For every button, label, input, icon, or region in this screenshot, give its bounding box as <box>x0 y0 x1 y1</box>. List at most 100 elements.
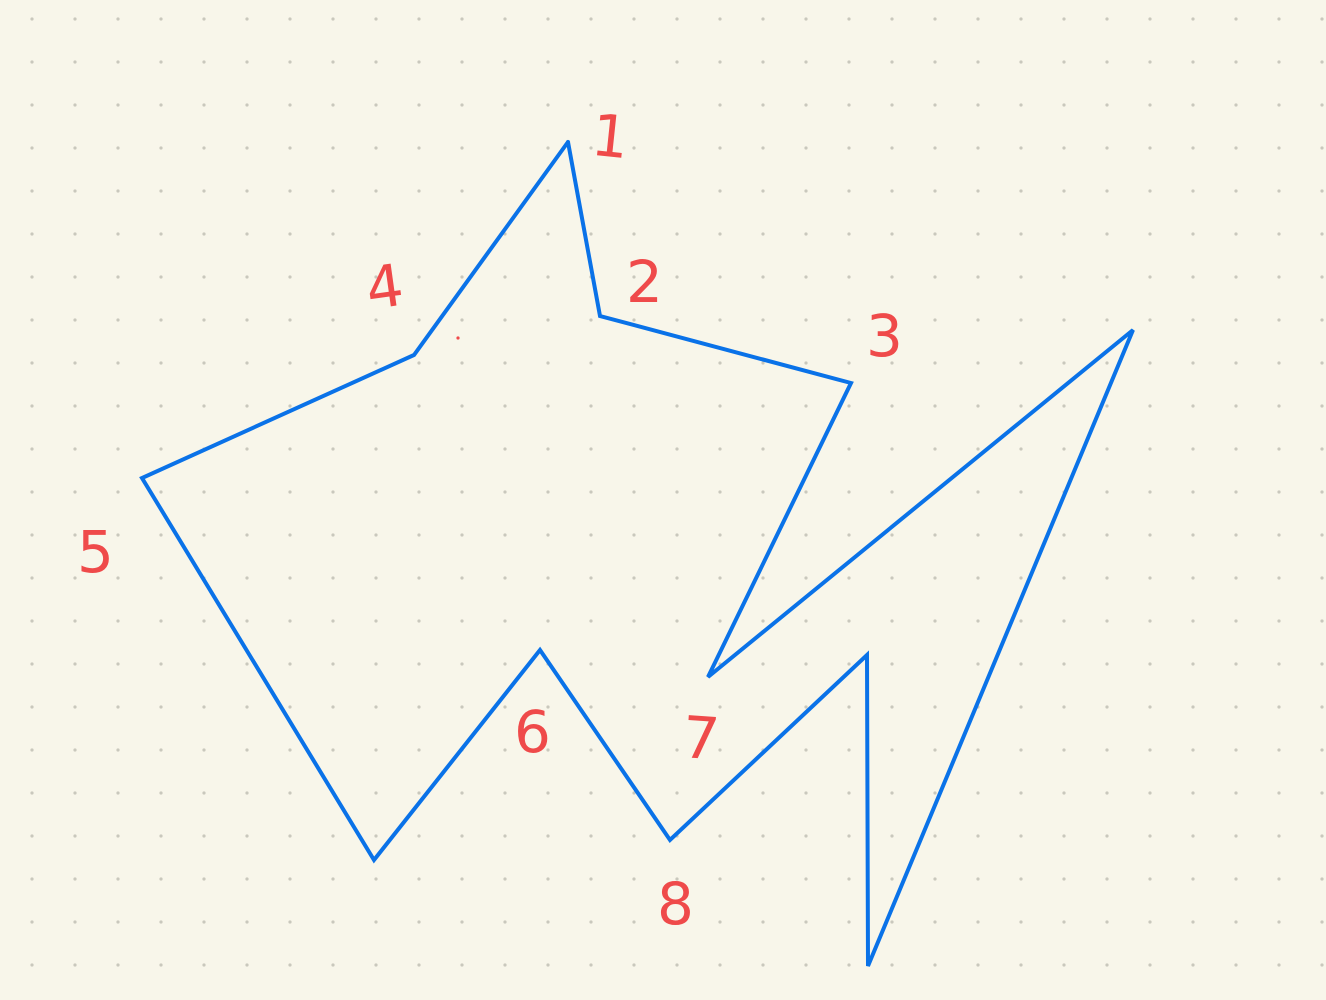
grid-dot <box>632 275 636 279</box>
grid-dot <box>245 103 249 107</box>
grid-dot <box>632 404 636 408</box>
grid-dot <box>589 232 593 236</box>
grid-dot <box>30 662 34 666</box>
grid-dot <box>1277 232 1281 236</box>
grid-dot <box>804 103 808 107</box>
grid-dot <box>245 619 249 623</box>
grid-dot <box>847 17 851 21</box>
grid-dot <box>202 232 206 236</box>
grid-dot <box>417 447 421 451</box>
blue-polygon-outline <box>139 140 1135 967</box>
grid-dot <box>417 963 421 967</box>
grid-dot <box>1320 748 1324 752</box>
grid-dot <box>331 275 335 279</box>
grid-dot <box>503 146 507 150</box>
grid-dot <box>1277 705 1281 709</box>
grid-dot <box>1277 920 1281 924</box>
grid-dot <box>374 576 378 580</box>
grid-dot <box>1019 361 1023 365</box>
grid-dot <box>847 361 851 365</box>
grid-dot <box>632 232 636 236</box>
grid-dot <box>1277 146 1281 150</box>
grid-dot <box>331 533 335 537</box>
grid-dot <box>288 662 292 666</box>
grid-dot <box>116 963 120 967</box>
grid-dot <box>1234 877 1238 881</box>
grid-dot <box>1105 146 1109 150</box>
grid-dot <box>890 705 894 709</box>
grid-dot <box>675 189 679 193</box>
grid-dot <box>718 834 722 838</box>
grid-dot <box>804 963 808 967</box>
grid-dot <box>503 17 507 21</box>
grid-dot <box>30 490 34 494</box>
grid-dot <box>1148 361 1152 365</box>
grid-dot <box>460 103 464 107</box>
grid-dot <box>632 576 636 580</box>
grid-dot <box>761 963 765 967</box>
grid-dot <box>460 877 464 881</box>
grid-dot <box>460 705 464 709</box>
grid-dot <box>245 748 249 752</box>
grid-dot <box>1019 318 1023 322</box>
grid-dot <box>761 60 765 64</box>
grid-dot <box>1320 576 1324 580</box>
grid-dot <box>116 490 120 494</box>
grid-dot <box>159 232 163 236</box>
grid-dot <box>1234 404 1238 408</box>
grid-dot <box>73 963 77 967</box>
grid-dot <box>1320 619 1324 623</box>
grid-dot <box>245 920 249 924</box>
grid-dot <box>890 17 894 21</box>
grid-dot <box>632 963 636 967</box>
grid-dot <box>933 576 937 580</box>
grid-dot <box>1148 60 1152 64</box>
grid-dot <box>1148 748 1152 752</box>
grid-dot <box>202 533 206 537</box>
grid-dot <box>73 533 77 537</box>
grid-dot <box>933 447 937 451</box>
grid-dot <box>1234 60 1238 64</box>
grid-dot <box>202 748 206 752</box>
grid-dot <box>976 17 980 21</box>
grid-dot <box>976 232 980 236</box>
grid-dot <box>675 318 679 322</box>
grid-dot <box>245 791 249 795</box>
grid-dot <box>331 447 335 451</box>
grid-dot <box>202 17 206 21</box>
grid-dot <box>1019 103 1023 107</box>
grid-dot <box>632 146 636 150</box>
grid-dot <box>331 705 335 709</box>
grid-dot <box>159 404 163 408</box>
grid-dot <box>933 748 937 752</box>
grid-dot <box>1320 490 1324 494</box>
grid-dot <box>374 146 378 150</box>
grid-dot <box>1062 920 1066 924</box>
grid-dot <box>1105 404 1109 408</box>
grid-dot <box>73 275 77 279</box>
grid-dot <box>202 920 206 924</box>
grid-dot <box>890 576 894 580</box>
grid-dot <box>890 146 894 150</box>
grid-dot <box>632 748 636 752</box>
grid-dot <box>503 404 507 408</box>
grid-dot <box>546 877 550 881</box>
vertex-label-8: 8 <box>657 870 694 938</box>
grid-dot <box>718 490 722 494</box>
grid-dot <box>1019 748 1023 752</box>
grid-dot <box>1105 920 1109 924</box>
grid-dot <box>116 662 120 666</box>
grid-dot <box>546 834 550 838</box>
grid-dot <box>976 877 980 881</box>
grid-dot <box>976 791 980 795</box>
grid-dot <box>675 920 679 924</box>
grid-dot <box>1191 963 1195 967</box>
grid-dot <box>503 318 507 322</box>
grid-dot <box>761 619 765 623</box>
grid-dot <box>589 748 593 752</box>
grid-dot <box>73 146 77 150</box>
grid-dot <box>1105 705 1109 709</box>
grid-dot <box>1105 619 1109 623</box>
grid-dot <box>202 963 206 967</box>
grid-dot <box>460 404 464 408</box>
